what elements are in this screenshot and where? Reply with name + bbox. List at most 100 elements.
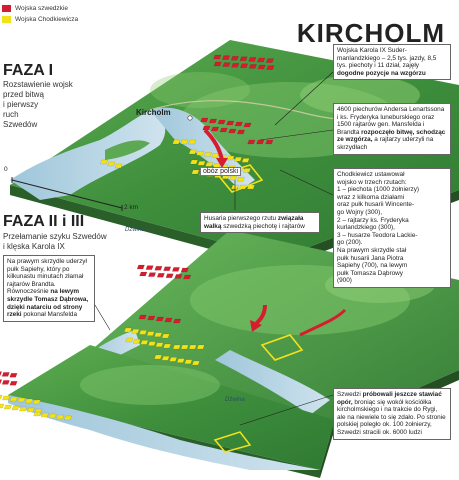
callout-line: wraz z kilkoma działami (337, 193, 405, 201)
swedish-unit (219, 127, 228, 133)
polish-unit (176, 358, 185, 363)
polish-unit (180, 139, 189, 145)
polish-unit (48, 413, 57, 419)
swedish-unit (174, 274, 183, 279)
kircholm-label: Kircholm (136, 108, 171, 117)
swedish-unit (0, 379, 3, 384)
swedish-unit (200, 117, 209, 123)
polish-unit (26, 407, 35, 413)
callout-bold: związała walką (204, 215, 304, 230)
polish-unit (146, 331, 155, 336)
callout-bold: rozpoczęło bitwę, schodząc ze wzgórza, (337, 128, 446, 144)
swedish-unit (265, 58, 274, 63)
polish-unit (172, 344, 181, 350)
swedish-attack-arrow (203, 128, 224, 161)
phase2-subtitle-line: i klęska Karola IX (3, 242, 65, 251)
callout-line: oraz pułk husarii Wincente- (337, 201, 415, 209)
swedish-unit (155, 316, 164, 322)
polish-unit (0, 403, 5, 409)
swedish-unit (243, 122, 252, 128)
swedish-unit (211, 126, 220, 132)
swedish-unit (256, 139, 265, 145)
swedish-unit (163, 266, 172, 271)
callout-text: Wojska Karola IX Suder-manlandzkiego – 2… (337, 47, 437, 70)
polish-unit (2, 395, 11, 401)
polish-unit (236, 176, 245, 182)
swedish-unit (213, 54, 222, 60)
swedish-unit (217, 119, 226, 125)
callout-text: Szwedzi (337, 391, 363, 398)
swedish-unit (266, 65, 275, 70)
polish-unit (241, 158, 250, 163)
swedish-unit (247, 139, 256, 145)
polish-unit (211, 153, 220, 158)
scale-label-2km: 2 km (124, 204, 139, 211)
callout-hussars: Husaria pierwszego rzutu związała walką … (200, 212, 320, 234)
callout-line: Na prawym skrzydle stał (337, 246, 407, 254)
polish-unit (25, 398, 34, 404)
swedish-unit (257, 57, 266, 63)
polish-unit (163, 343, 172, 349)
callout-text: a rajtarzy uderzyli na skrzydłach (337, 136, 434, 151)
swedish-unit (156, 273, 165, 278)
phase3-terrain (8, 345, 335, 478)
swedish-unit (171, 267, 180, 272)
legend-swatch-polish (2, 16, 11, 23)
swedish-attack-arrow-2-head (250, 320, 262, 332)
polish-unit (0, 394, 3, 400)
polish-unit (56, 414, 65, 420)
swedish-unit (164, 317, 173, 323)
polish-unit (196, 344, 205, 350)
polish-unit (63, 415, 72, 421)
polish-unit (242, 168, 251, 173)
swedish-unit (239, 56, 248, 61)
callout-bold: próbowali jeszcze stawiać opór, (337, 391, 442, 406)
polish-unit (234, 156, 243, 162)
phase1-subtitle-line: przed bitwą (3, 90, 44, 99)
swedish-unit (230, 56, 239, 61)
polish-unit (169, 357, 178, 362)
callout-chodkiewicz-order: Chodkiewicz ustawował wojsko w trzech rz… (333, 168, 451, 288)
polish-unit (123, 327, 132, 333)
polish-unit (196, 150, 205, 156)
callout-text: broniąc się wokół kościółka kircholmskie… (337, 398, 446, 436)
callout-text: 4600 piechurów Andersa Lenartssona i ks.… (337, 106, 445, 136)
polish-unit (19, 406, 28, 412)
legend-swatch-swedish (2, 5, 11, 12)
callout-line: pułk husarii Jana Piotra (337, 254, 404, 262)
swedish-unit (226, 120, 235, 126)
legend: Wojska szwedzkie Wojska Chodkiewicza (2, 3, 78, 25)
polish-unit (180, 344, 189, 350)
callout-line: (900) (337, 277, 352, 285)
swedish-unit (154, 266, 163, 271)
polish-unit (188, 149, 197, 155)
swedish-unit (145, 265, 154, 270)
swedish-unit (180, 267, 189, 273)
river-label-dzwina-2: Dźwina (225, 397, 245, 403)
callout-text: Husaria pierwszego rzutu (204, 215, 278, 222)
swedish-unit (165, 273, 174, 278)
callout-line: Chodkiewicz ustawował (337, 171, 405, 178)
swedish-attack-arrow-head (216, 158, 228, 168)
callout-line: 2 – rajtarzy ks. Fryderyka (337, 216, 409, 224)
swedish-unit (183, 274, 192, 280)
polish-unit (190, 159, 199, 165)
callout-swedish-positions: Wojska Karola IX Suder-manlandzkiego – 2… (333, 44, 451, 81)
polish-unit (154, 332, 163, 337)
swedish-unit (208, 118, 217, 124)
phase1-title: FAZA I (3, 62, 54, 79)
polish-unit (100, 159, 109, 165)
polish-unit (125, 337, 134, 343)
legend-item-swedish: Wojska szwedzkie (2, 3, 78, 14)
polish-unit (188, 344, 197, 350)
swedish-unit (257, 64, 266, 70)
swedish-unit (213, 61, 222, 67)
swedish-unit (222, 55, 231, 60)
kircholm-church-marker (187, 115, 193, 121)
swedish-unit (9, 381, 18, 386)
callout-battle-start: 4600 piechurów Andersa Lenartssona i ks.… (333, 103, 451, 155)
swedish-unit (138, 314, 147, 320)
polish-unit (161, 356, 170, 361)
legend-label-polish: Wojska Chodkiewicza (15, 16, 79, 23)
polish-unit (139, 330, 148, 335)
